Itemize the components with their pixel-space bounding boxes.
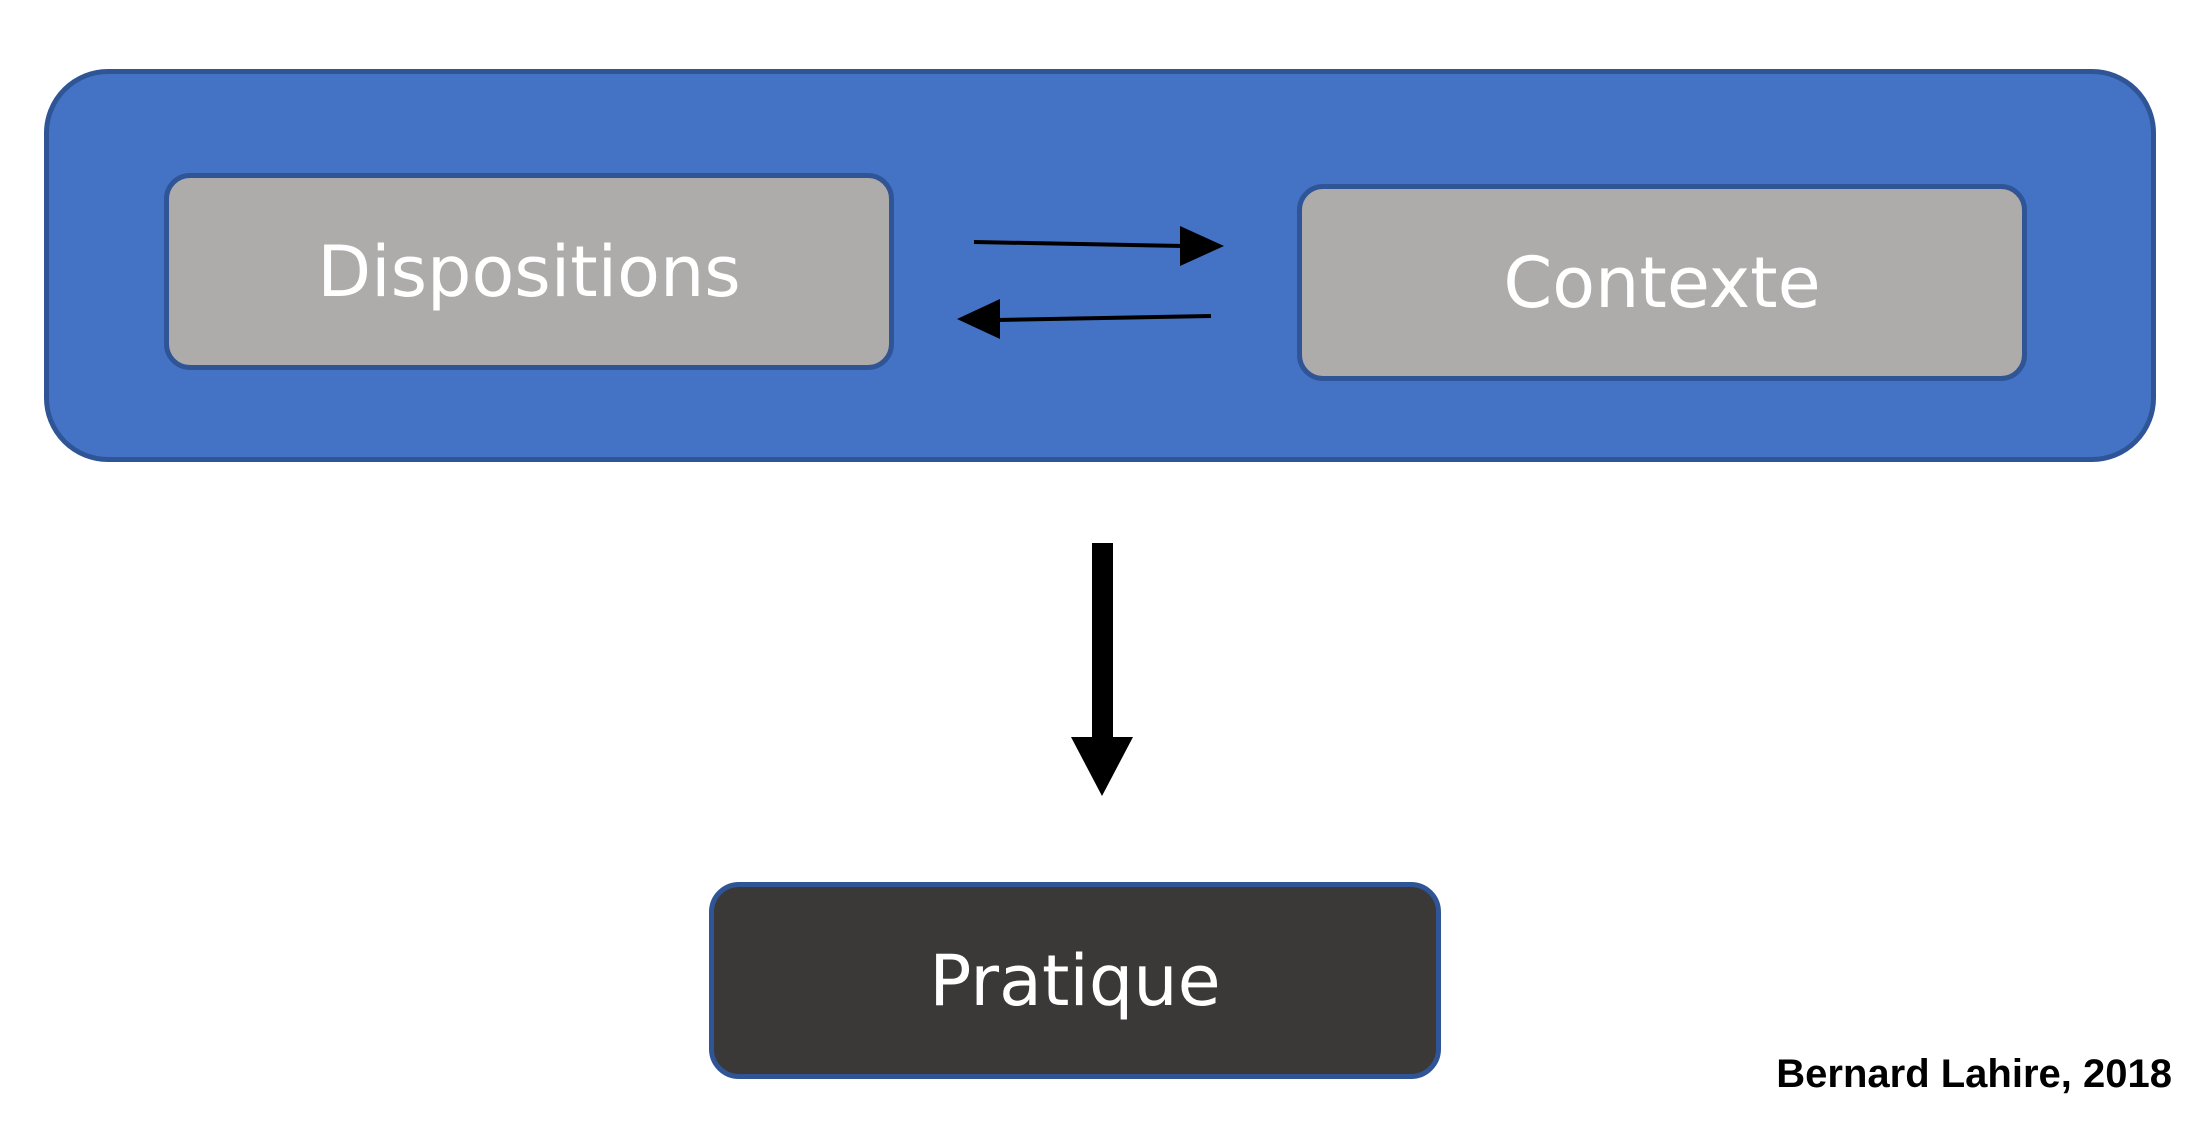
contexte-node: Contexte bbox=[1297, 184, 2027, 381]
pratique-label: Pratique bbox=[929, 939, 1221, 1022]
pratique-node: Pratique bbox=[709, 882, 1441, 1079]
attribution-text: Bernard Lahire, 2018 bbox=[1776, 1052, 2172, 1096]
dispositions-node: Dispositions bbox=[164, 173, 894, 370]
dispositions-label: Dispositions bbox=[317, 230, 741, 313]
arrow-dispositions-to-contexte bbox=[973, 226, 1224, 266]
arrow-contexte-to-dispositions bbox=[957, 299, 1212, 339]
contexte-label: Contexte bbox=[1503, 241, 1821, 324]
arrow-to-pratique bbox=[1071, 543, 1133, 796]
